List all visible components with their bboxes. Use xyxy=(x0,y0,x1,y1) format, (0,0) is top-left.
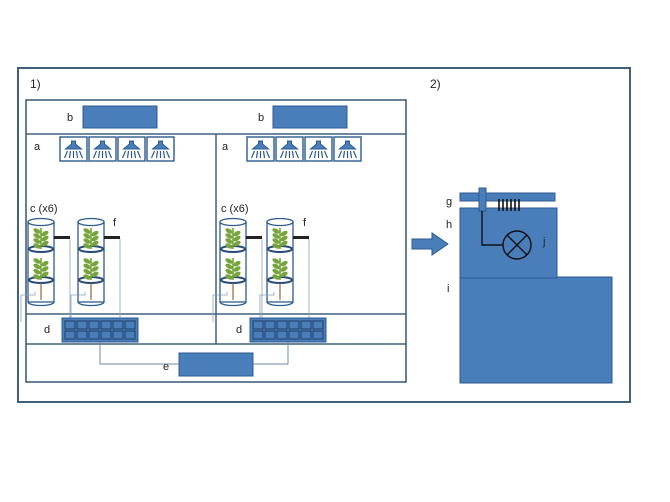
valve-circle-icon xyxy=(502,230,532,260)
label-h: h xyxy=(446,219,452,231)
lamp-row-left xyxy=(59,136,175,162)
wiring-d-to-e xyxy=(99,342,289,365)
panel-1-label: 1) xyxy=(30,77,41,91)
label-c-left: c (x6) xyxy=(30,203,58,215)
chamber-outer xyxy=(25,99,407,383)
grow-lamp-icon xyxy=(304,136,333,162)
pump-unit xyxy=(459,187,613,384)
label-a-right: a xyxy=(222,141,229,153)
label-a-left: a xyxy=(34,141,41,153)
grow-lamp-icon xyxy=(88,136,117,162)
connector-comb xyxy=(498,199,520,211)
lamp-row-right xyxy=(246,136,362,162)
plant-icon xyxy=(83,258,99,280)
label-i: i xyxy=(447,283,449,295)
label-e: e xyxy=(163,361,169,373)
unit-i-block xyxy=(459,276,613,384)
label-f-right: f xyxy=(303,217,307,229)
grow-lamp-icon xyxy=(117,136,146,162)
label-g: g xyxy=(446,196,452,208)
unit-g-post xyxy=(478,187,487,212)
plant-cylinder xyxy=(212,217,263,322)
grow-lamp-icon xyxy=(333,136,362,162)
label-b-right: b xyxy=(258,112,264,124)
e-box xyxy=(178,352,254,377)
label-d-right: d xyxy=(236,324,242,336)
label-d-left: d xyxy=(44,324,50,336)
plant-cylinders xyxy=(20,217,310,322)
plant-cylinder xyxy=(259,217,310,322)
plant-icon xyxy=(33,258,49,280)
b-box-left xyxy=(82,105,158,129)
label-f-left: f xyxy=(113,217,117,229)
label-j: j xyxy=(542,236,545,248)
plant-icon xyxy=(272,258,288,280)
plant-icon xyxy=(272,228,288,249)
plant-icon xyxy=(83,228,99,249)
right-arrow-icon xyxy=(411,232,449,256)
grow-lamp-icon xyxy=(246,136,275,162)
plant-cylinder xyxy=(20,217,71,322)
sensor-panel xyxy=(61,317,139,343)
tube-line xyxy=(481,211,505,246)
plant-icon xyxy=(225,228,241,249)
panel-2-label: 2) xyxy=(430,77,441,91)
sensor-panels xyxy=(61,317,327,343)
plant-cylinder xyxy=(70,217,121,322)
label-c-right: c (x6) xyxy=(221,203,249,215)
b-box-right xyxy=(272,105,348,129)
grow-lamp-icon xyxy=(146,136,175,162)
plant-icon xyxy=(33,228,49,249)
sensor-panel xyxy=(249,317,327,343)
label-b-left: b xyxy=(67,112,73,124)
plant-icon xyxy=(225,258,241,280)
grow-lamp-icon xyxy=(275,136,304,162)
grow-lamp-icon xyxy=(59,136,88,162)
chamber-system xyxy=(25,99,407,383)
